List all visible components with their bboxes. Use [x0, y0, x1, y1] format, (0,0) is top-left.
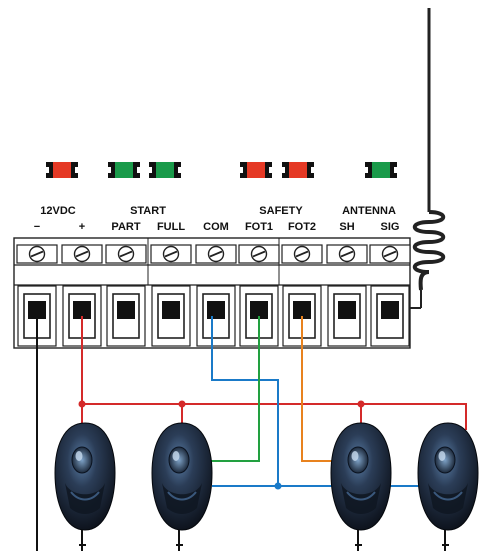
- wire-power: [81, 316, 467, 430]
- led-icon: [240, 162, 272, 178]
- label-12vdc: 12VDC: [40, 205, 76, 217]
- photocell-icon: [417, 422, 479, 551]
- wire-junction: [274, 482, 282, 490]
- screw-icon: [326, 244, 368, 264]
- antenna-icon: [404, 8, 446, 309]
- label-safety: SAFETY: [259, 205, 303, 217]
- label-fot1: FOT1: [245, 221, 273, 233]
- screw-icon: [281, 244, 323, 264]
- led-icon: [365, 162, 397, 178]
- led-icon: [149, 162, 181, 178]
- label-part: PART: [111, 221, 140, 233]
- wire-junction: [78, 400, 86, 408]
- label-start: START: [130, 205, 166, 217]
- led-icon: [46, 162, 78, 178]
- label-full: FULL: [157, 221, 185, 233]
- photocell-icon: [330, 422, 392, 551]
- label-sig: SIG: [381, 221, 400, 233]
- led-icon: [282, 162, 314, 178]
- label-antenna: ANTENNA: [342, 205, 396, 217]
- wires: [36, 316, 467, 551]
- screw-icon: [195, 244, 237, 264]
- photocell-icon: [54, 422, 116, 551]
- terminal-clamp: [151, 285, 191, 347]
- terminal-clamp: [196, 285, 236, 347]
- label-fot2: FOT2: [288, 221, 316, 233]
- wire-junction: [178, 400, 186, 408]
- terminal-clamp: [106, 285, 146, 347]
- label-minus: −: [34, 221, 40, 233]
- wire-fot2: [301, 316, 334, 462]
- label-sh: SH: [339, 221, 354, 233]
- terminal-clamp: [370, 285, 410, 347]
- terminal-clamp: [327, 285, 367, 347]
- photocell-icon: [151, 422, 213, 551]
- wire-fot1: [209, 316, 260, 462]
- label-plus: +: [79, 221, 85, 233]
- label-com: COM: [203, 221, 229, 233]
- screw-icon: [150, 244, 192, 264]
- screw-icon: [16, 244, 58, 264]
- screw-icon: [105, 244, 147, 264]
- wire-junction: [357, 400, 365, 408]
- led-icon: [108, 162, 140, 178]
- screw-icon: [369, 244, 411, 264]
- screw-icon: [238, 244, 280, 264]
- screw-icon: [61, 244, 103, 264]
